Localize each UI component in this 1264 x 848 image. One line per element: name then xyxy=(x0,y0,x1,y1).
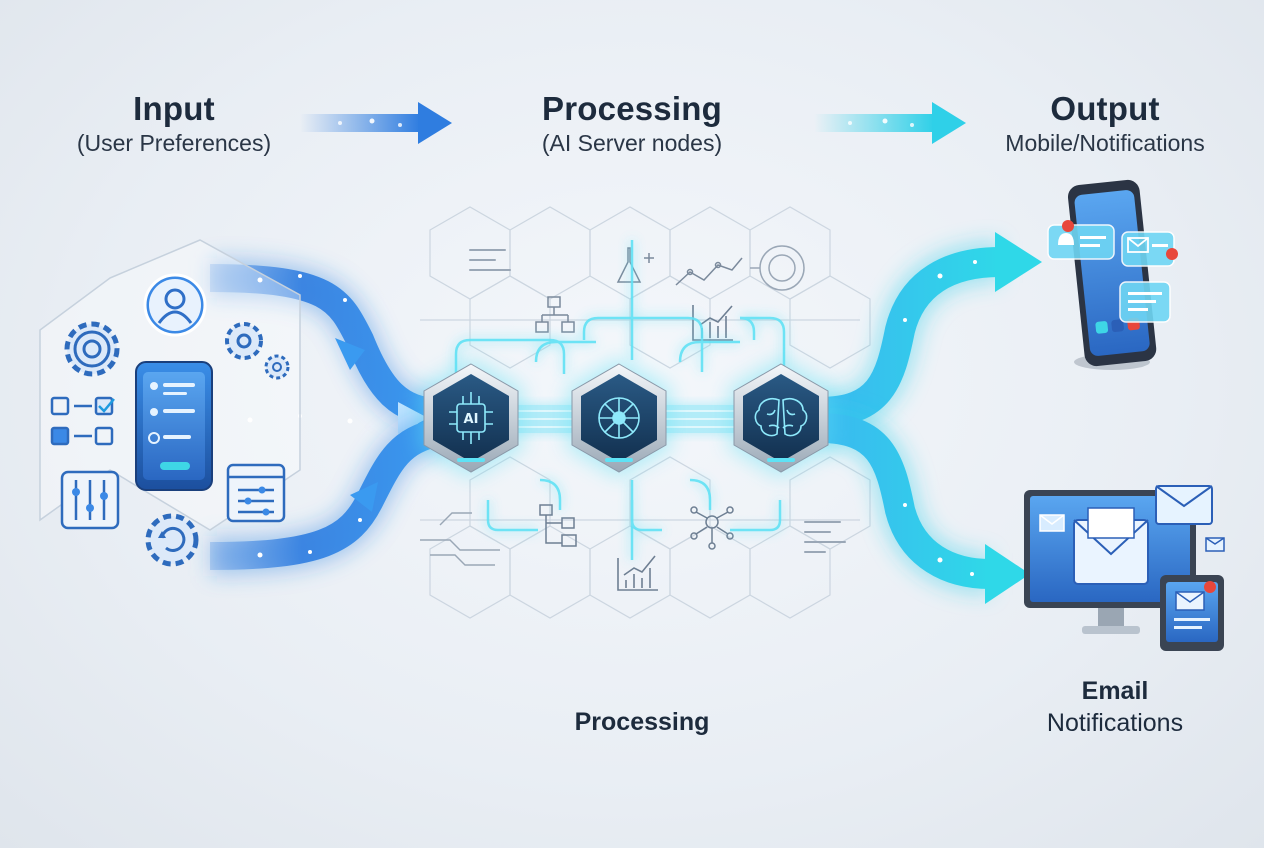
processing-stage-subtitle: (AI Server nodes) xyxy=(541,130,723,156)
bg-node-graph-icon xyxy=(690,506,734,550)
processing-node-ai: AI xyxy=(419,358,523,478)
gear-icon xyxy=(64,321,120,377)
settings-window-icon xyxy=(226,463,286,523)
network-hub-icon xyxy=(598,397,640,439)
notifications-label: Notifications xyxy=(1046,709,1184,737)
output-flow-sparkles xyxy=(903,260,977,576)
bg-line-chart-icon xyxy=(675,257,743,286)
output-stage-title: Output xyxy=(1050,90,1160,127)
header-arrow-input-to-processing xyxy=(300,102,452,144)
output-flow-to-email xyxy=(819,407,1030,604)
processing-bottom-label: Processing xyxy=(574,708,710,736)
brain-icon xyxy=(754,397,808,437)
email-label: Email xyxy=(1081,677,1149,705)
mobile-settings-phone-icon xyxy=(135,361,213,491)
bg-circuit-traces-icon xyxy=(420,512,500,566)
input-flow-bottom xyxy=(209,412,445,576)
sliders-icon xyxy=(60,470,120,530)
output-stage-subtitle: Mobile/Notifications xyxy=(1005,130,1205,156)
input-stage-subtitle: (User Preferences) xyxy=(76,130,272,156)
processing-node-brain xyxy=(729,358,833,478)
bg-org-chart-icon xyxy=(539,504,577,547)
ai-chip-icon xyxy=(449,392,493,444)
floating-envelope-icon xyxy=(1155,485,1213,525)
processing-node-hub xyxy=(567,358,671,478)
ai-chip-label: AI xyxy=(464,412,479,427)
bg-gauge-icon xyxy=(750,245,805,291)
output-email-desktop-icon xyxy=(1024,490,1196,634)
small-envelope-icon xyxy=(1039,514,1065,532)
email-tablet-icon xyxy=(1160,575,1224,651)
notification-bubble-chat xyxy=(1119,281,1171,323)
gear-icon-small xyxy=(225,322,263,360)
processing-stage-title: Processing xyxy=(542,90,722,127)
envelope-icon xyxy=(1073,507,1149,585)
background-hex-grid xyxy=(420,206,871,619)
input-stage-title: Input xyxy=(133,90,215,127)
bg-flowchart-icon xyxy=(535,296,575,333)
refresh-gear-icon xyxy=(145,513,199,567)
gear-icon-tiny xyxy=(264,354,290,380)
output-mobile-phone-icon xyxy=(1067,179,1157,370)
processing-circuit xyxy=(454,240,786,560)
notification-bubble-mail xyxy=(1121,231,1178,267)
notification-bubble-bell xyxy=(1047,220,1115,260)
bg-flask-icon xyxy=(616,247,654,283)
tiny-envelope-icon xyxy=(1205,537,1225,552)
output-flow-to-mobile xyxy=(819,232,1042,433)
bg-code-lines-right xyxy=(804,521,846,553)
bg-bar-chart-bottom-icon xyxy=(617,555,658,591)
header-arrow-processing-to-output xyxy=(814,102,966,144)
checklist-icon xyxy=(50,396,115,446)
bg-code-lines-left xyxy=(469,249,511,271)
user-avatar-icon xyxy=(143,273,207,337)
